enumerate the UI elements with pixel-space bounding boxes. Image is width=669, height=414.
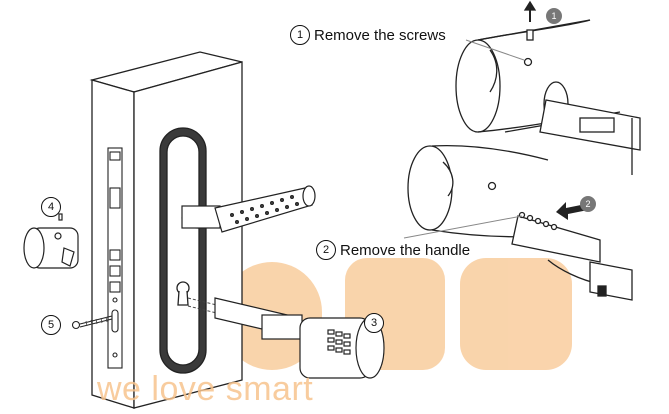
leader-lines (403, 39, 525, 239)
arrow-marker-2: 2 (580, 196, 596, 212)
step2-number-marker: 2 (316, 240, 336, 260)
step1-label: Remove the screws (314, 27, 446, 44)
knob-remove-screws-view (455, 0, 641, 175)
mounting-screw (71, 315, 113, 330)
smart-cylinder (214, 297, 385, 379)
lock-case-plate (107, 147, 123, 369)
part-3-marker: 3 (364, 313, 384, 333)
step2-label: Remove the handle (340, 242, 471, 259)
lever-handle (181, 185, 316, 233)
escutcheon-plate (159, 127, 207, 374)
part-5-marker: 5 (41, 315, 61, 335)
step1-number-marker: 1 (290, 25, 310, 45)
arrow-marker-1: 1 (546, 8, 562, 24)
part-4-marker: 4 (41, 197, 61, 217)
inner-knob (23, 213, 79, 269)
watermark-tagline: we love smart (97, 370, 314, 408)
